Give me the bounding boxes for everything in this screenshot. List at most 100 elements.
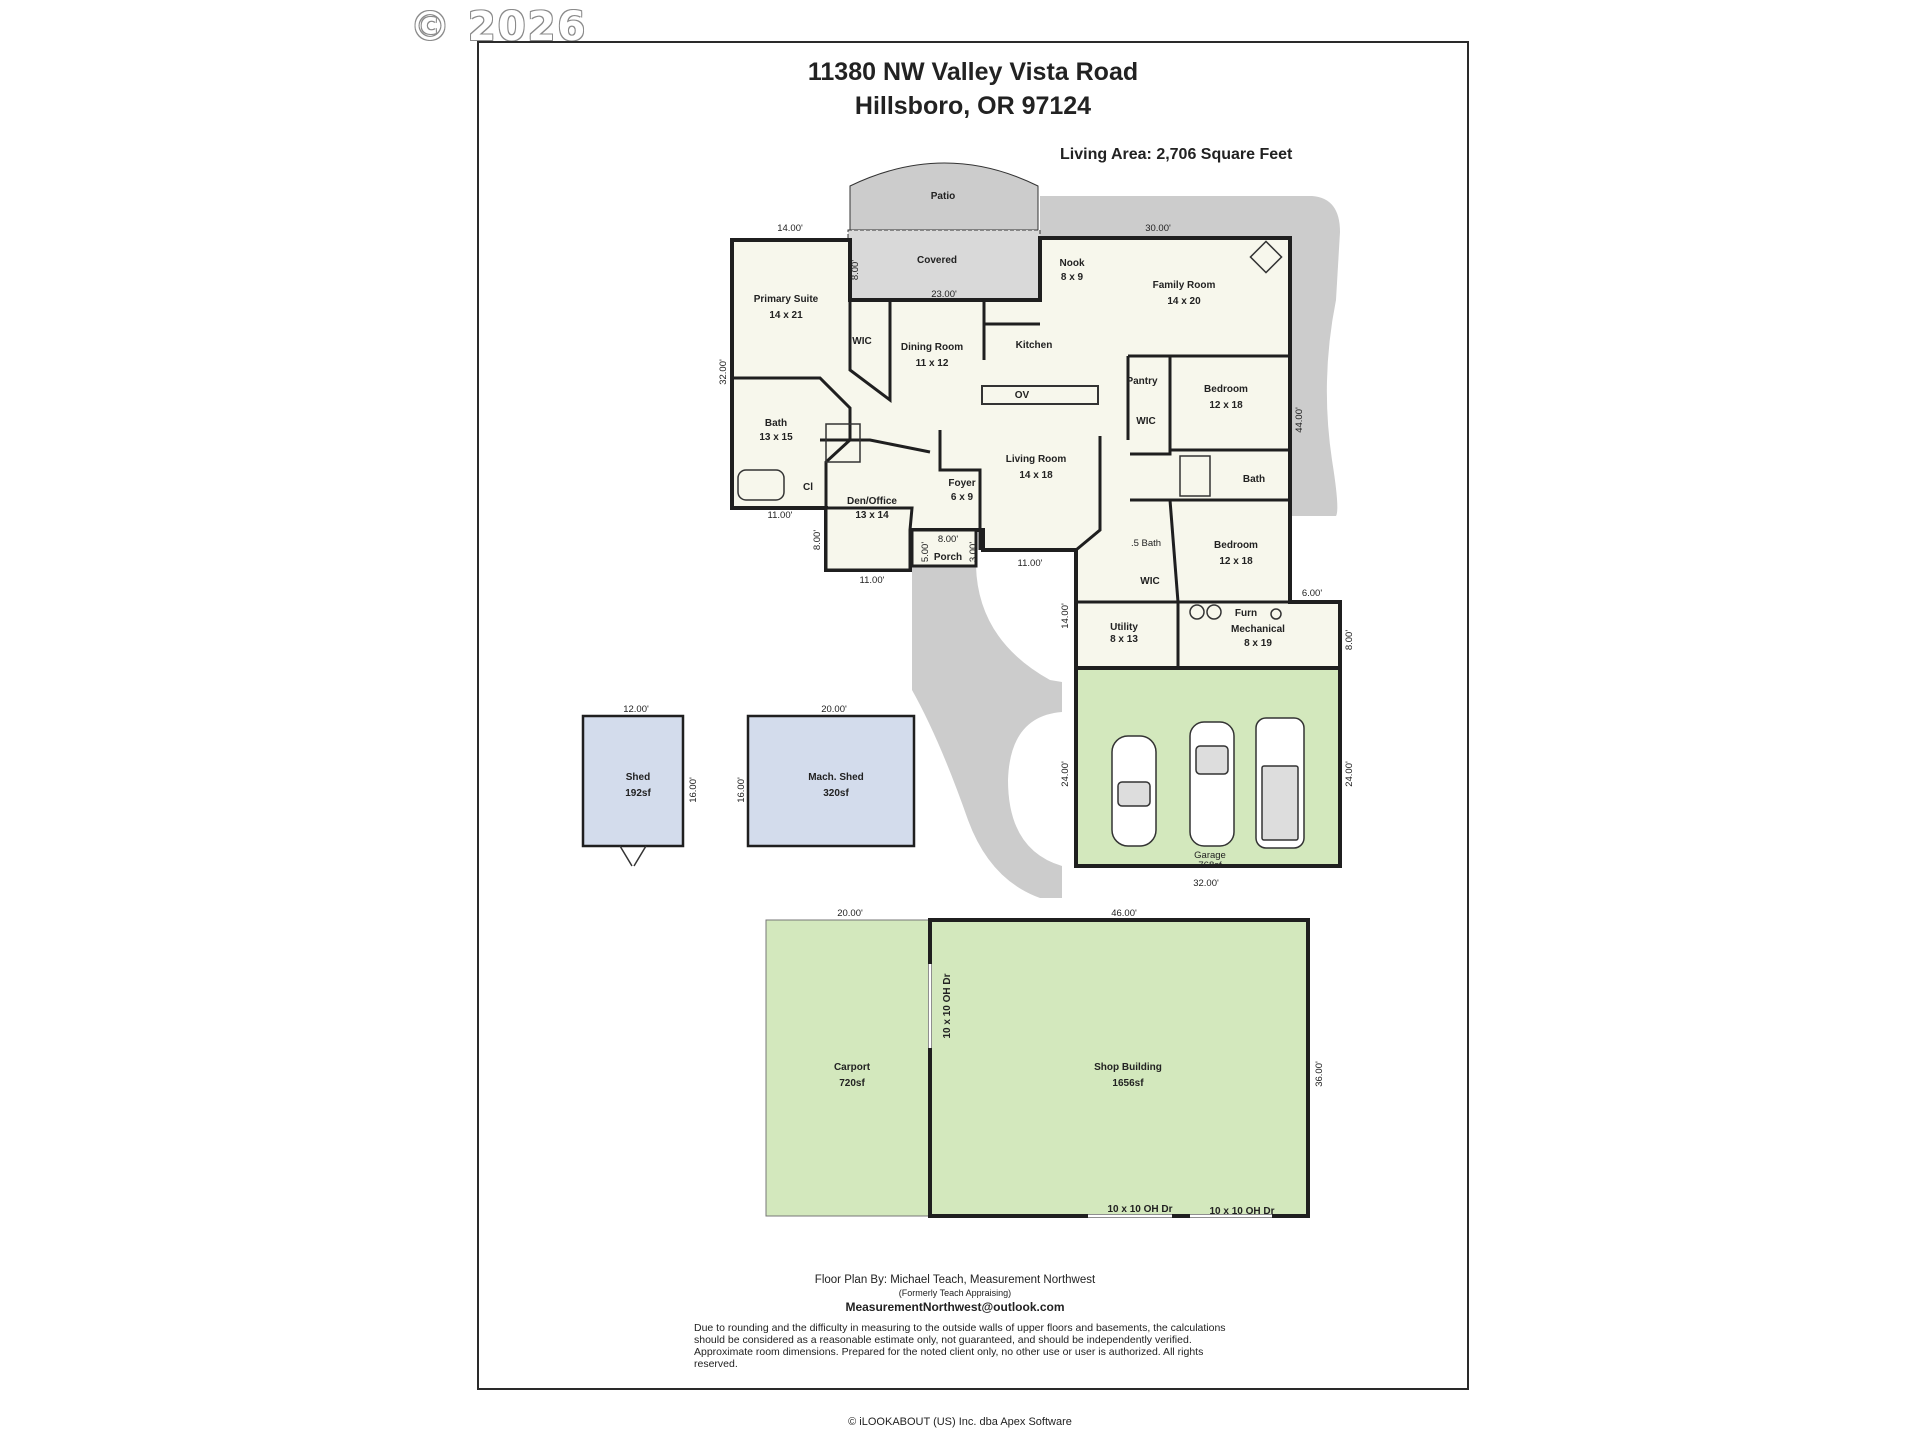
truck-icon [1255,717,1305,849]
shed-size: 192sf [625,788,651,799]
dim-bath-bottom: 11.00' [768,510,793,521]
dim-primary-top: 14.00' [777,223,803,234]
machine-shed [746,714,916,848]
shower-2 [1179,455,1211,497]
shop-building [928,918,1310,1218]
furnace-icon [1189,604,1205,620]
bathtub [737,469,785,501]
living-area-label: Living Area: 2,706 Square Feet [1060,146,1293,163]
dim-den-side: 8.00' [812,530,823,550]
dim-left-wall: 32.00' [718,359,729,385]
contact-email: MeasurementNorthwest@outlook.com [845,1300,1065,1314]
bath-size: 13 x 15 [759,432,793,443]
dining-room-size: 11 x 12 [916,358,949,369]
kitchen-counter [981,385,1099,405]
kitchen-label: Kitchen [1016,340,1053,351]
address-line: 11380 NW Valley Vista Road [807,58,1139,86]
utility-label: Utility [1110,622,1138,633]
dim-shed-top: 12.00' [623,704,649,715]
car-icon [1111,735,1157,847]
nook-size: 8 x 9 [1061,272,1084,283]
dim-mechanical-side: 8.00' [1344,630,1355,650]
shop-building-label: Shop Building [1094,1062,1162,1073]
shed-label: Shed [626,772,650,783]
family-room-label: Family Room [1153,280,1216,291]
bedroom-label-2: Bedroom [1214,540,1258,551]
dim-patio-width: 23.00' [931,289,957,300]
bedroom-size-2: 12 x 18 [1219,556,1253,567]
dim-right-wall: 44.00' [1294,407,1305,433]
dim-porch-top: 8.00' [938,534,958,545]
dim-patio-depth: 8.00' [850,260,861,280]
dim-living-bottom: 11.00' [1018,558,1043,569]
dining-room-label: Dining Room [901,342,963,353]
half-bath-label: .5 Bath [1131,538,1161,549]
dim-shed-side: 16.00' [688,777,699,803]
water-heater-icon [1206,604,1222,620]
dim-shop-top: 46.00' [1111,908,1137,919]
dim-porch-side: 5.00' [920,542,931,562]
mechanical-size: 8 x 19 [1244,638,1272,649]
foyer-size: 6 x 9 [951,492,974,503]
dim-machine-shed-top: 20.00' [821,704,847,715]
carport [765,919,931,1217]
mechanical-label: Mechanical [1231,624,1285,635]
bath-label: Bath [765,418,787,429]
dim-utility-side: 14.00' [1060,603,1071,629]
dim-carport-top: 20.00' [837,908,863,919]
city-line: Hillsboro, OR 97124 [854,92,1092,120]
dim-porch-right: 3.00' [968,542,979,562]
machine-shed-label: Mach. Shed [808,772,864,783]
furnace-unit-icon [1270,608,1282,620]
porch-label: Porch [934,552,962,563]
dim-shop-side: 36.00' [1314,1061,1325,1087]
shower [825,423,861,463]
wic-label-3: WIC [1140,576,1159,587]
dim-garage-left: 24.00' [1060,761,1071,787]
dim-family-top: 30.00' [1145,223,1171,234]
pantry-label: Pantry [1126,376,1158,387]
bedroom-size: 12 x 18 [1209,400,1243,411]
primary-suite-label: Primary Suite [754,294,819,305]
porch [910,528,978,568]
dim-den-bottom: 11.00' [860,575,885,586]
shed [581,714,685,848]
furnace-label: Furn [1235,608,1257,619]
dim-mechanical-top: 6.00' [1302,588,1322,599]
dim-garage-right: 24.00' [1344,761,1355,787]
front-walk [912,566,1062,898]
oven-label: OV [1015,390,1030,401]
bath-label-2: Bath [1243,474,1265,485]
primary-suite-size: 14 x 21 [769,310,803,321]
foyer-label: Foyer [948,478,975,489]
car-icon-2 [1189,721,1235,847]
covered-label: Covered [917,255,957,266]
overhead-door-label-3: 10 x 10 OH Dr [942,973,953,1038]
shop-building-size: 1656sf [1112,1078,1144,1089]
den-office-area [824,506,914,572]
utility-size: 8 x 13 [1110,634,1138,645]
overhead-door-label-2: 10 x 10 OH Dr [1209,1206,1274,1217]
living-room-size: 14 x 18 [1019,470,1053,481]
covered-patio [847,229,1041,301]
patio-label: Patio [931,191,955,202]
family-room-size: 14 x 20 [1167,296,1201,307]
machine-shed-size: 320sf [823,788,849,799]
shed-door-icon [619,845,647,867]
wic-label: WIC [852,336,871,347]
garage-size: 768sf [1198,860,1222,871]
closet-label: Cl [803,482,813,493]
nook-label: Nook [1060,258,1085,269]
disclaimer-text: Due to rounding and the difficulty in me… [694,1322,1226,1370]
patio [849,162,1039,231]
carport-label: Carport [834,1062,871,1073]
fireplace-icon [1249,240,1283,274]
living-room-label: Living Room [1006,454,1067,465]
interior-walls [732,300,1340,668]
carport-size: 720sf [839,1078,865,1089]
software-footer: © iLOOKABOUT (US) Inc. dba Apex Software [848,1416,1072,1428]
formerly-credit: (Formerly Teach Appraising) [898,1288,1012,1298]
floor-plan-credit: Floor Plan By: Michael Teach, Measuremen… [814,1274,1096,1286]
